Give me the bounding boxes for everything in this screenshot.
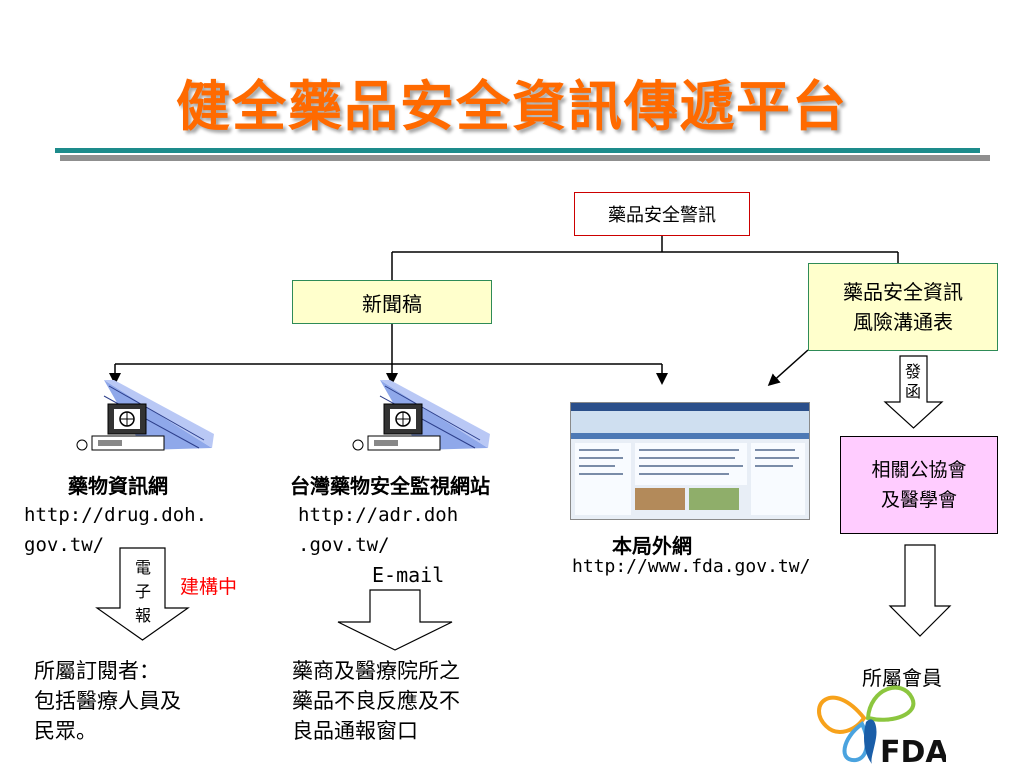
adr-net-label: 台灣藥物安全監視網站 [290,474,490,498]
associations-box: 相關公協會 及醫學會 [840,436,998,534]
adr-url-line-2: .gov.tw/ [298,534,390,556]
epaper-char-3: 報 [134,606,151,625]
epaper-char-1: 電 [134,558,151,577]
computer-icon [76,380,214,451]
computer-icon [352,380,490,451]
subscribers-text: 所屬訂閱者： 包括醫療人員及 民眾。 [34,656,181,746]
subscribers-line-3: 民眾。 [34,719,97,743]
report-window-line-1: 藥商及醫療院所之 [292,659,460,683]
fda-website-screenshot [570,402,810,520]
subscribers-line-2: 包括醫療人員及 [34,689,181,713]
epaper-label: 電 子 報 [128,552,158,632]
subscribers-line-1: 所屬訂閱者： [34,659,160,683]
fda-url: http://www.fda.gov.tw/ [572,556,811,577]
risk-form-line-2: 風險溝通表 [853,310,953,334]
drug-safety-alert-label: 藥品安全警訊 [608,205,716,226]
adr-url: http://adr.doh .gov.tw/ [298,500,458,560]
drug-safety-alert-box: 藥品安全警訊 [574,192,750,236]
fda-logo-text: FDA [880,735,946,766]
drug-info-url-line-1: http://drug.doh. [24,504,208,526]
under-construction-label: 建構中 [180,576,238,598]
send-letter-char-1: 發 [904,362,921,381]
report-window-line-2: 藥品不良反應及不 [292,689,460,713]
associations-line-1: 相關公協會 [871,459,967,481]
associations-line-2: 及醫學會 [880,489,957,511]
send-letter-char-2: 函 [904,382,921,401]
fda-site-label: 本局外網 [612,534,692,558]
press-release-label: 新聞稿 [362,291,422,316]
adr-url-line-1: http://adr.doh [298,504,459,526]
report-window-line-3: 良品通報窗口 [292,719,418,743]
title-underline-gray [60,155,990,161]
drug-info-net-label: 藥物資訊網 [68,474,168,498]
email-label: E-mail [372,563,445,587]
report-window-text: 藥商及醫療院所之 藥品不良反應及不 良品通報窗口 [292,656,460,746]
members-label: 所屬會員 [862,666,942,690]
press-release-box: 新聞稿 [292,280,492,324]
title-underline-teal [55,148,980,153]
drug-info-url-line-2: gov.tw/ [24,534,105,556]
drug-info-url: http://drug.doh. gov.tw/ [24,500,207,560]
page-title: 健全藥品安全資訊傳遞平台 [176,74,848,138]
epaper-char-2: 子 [134,582,151,601]
send-letter-label: 發 函 [900,362,926,402]
fda-butterfly-logo: FDA [817,685,946,766]
risk-communication-form-box: 藥品安全資訊 風險溝通表 [808,263,998,351]
risk-form-line-1: 藥品安全資訊 [843,280,963,304]
